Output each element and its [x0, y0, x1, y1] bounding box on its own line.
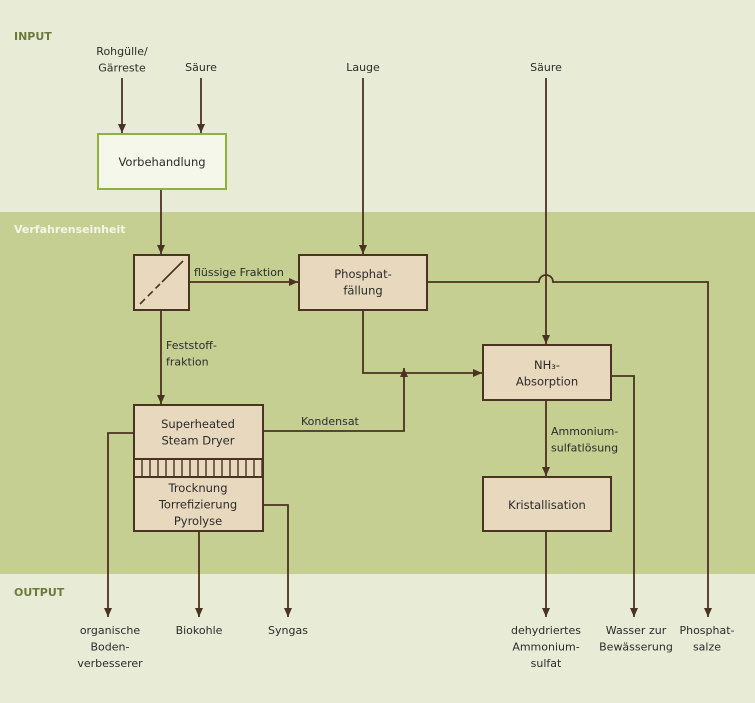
- condensate-label: Kondensat: [301, 415, 360, 428]
- label-line: flüssige Fraktion: [194, 266, 284, 279]
- flow-irrigation-water: [611, 375, 638, 617]
- phosphate-precipitation-box: [298, 254, 428, 311]
- liquid-fraction-label: flüssige Fraktion: [194, 266, 284, 279]
- label-line: Ammonium-: [512, 641, 579, 654]
- flow-lines: [104, 78, 712, 617]
- crystallisation-box: [482, 476, 612, 532]
- steam-dryer-box: [133, 404, 264, 460]
- label-line: Säure: [185, 61, 217, 74]
- output-section-label: OUTPUT: [14, 586, 65, 599]
- pretreatment-label: Vorbehandlung: [118, 155, 205, 169]
- solid-fraction-label: Feststoff-fraktion: [166, 339, 217, 369]
- label-line: Trocknung: [168, 481, 228, 495]
- label-line: Feststoff-: [166, 339, 217, 352]
- label-line: NH₃-: [534, 358, 560, 372]
- label-line: verbesserer: [77, 657, 143, 670]
- drying-torrefaction-pyrolysis-box: [133, 476, 264, 532]
- output-biochar-label: Biokohle: [176, 624, 223, 637]
- label-line: Steam Dryer: [162, 434, 235, 448]
- label-line: Boden-: [91, 641, 130, 654]
- process-section-label: Verfahrenseinheit: [14, 223, 125, 236]
- flow-syngas: [263, 504, 292, 617]
- separator-diagonal-solid: [161, 260, 184, 283]
- label-line: fraktion: [166, 356, 209, 369]
- label-line: Wasser zur: [606, 624, 667, 637]
- input-manure-label: Rohgülle/Gärreste: [96, 45, 148, 75]
- output-syngas-label: Syngas: [268, 624, 308, 637]
- label-line: Pyrolyse: [174, 514, 222, 528]
- label-line: Säure: [530, 61, 562, 74]
- label-line: Phosphat-: [334, 267, 392, 281]
- label-line: Superheated: [161, 417, 235, 431]
- label-line: Bewässerung: [599, 641, 673, 654]
- label-line: Kristallisation: [508, 498, 586, 512]
- separator-diagonal-dashed: [139, 283, 161, 305]
- nh3-absorption-box: [482, 344, 612, 401]
- input-section-label: INPUT: [14, 30, 52, 43]
- output-phosphate-salts-label: Phosphat-salze: [679, 624, 734, 654]
- label-line: Rohgülle/: [96, 45, 148, 58]
- label-line: sulfatlösung: [551, 442, 618, 455]
- label-line: Gärreste: [98, 62, 146, 75]
- phosphate-precipitation-label: Phosphat-fällung: [334, 267, 392, 298]
- crystallisation-label: Kristallisation: [508, 498, 586, 512]
- flow-condensate: [263, 368, 408, 432]
- input-acid-label: Säure: [185, 61, 217, 74]
- label-line: organische: [80, 624, 141, 637]
- label-line: sulfat: [531, 657, 562, 670]
- flow-phosphate-to-merge: [362, 310, 404, 374]
- dryer-grate: [133, 458, 264, 478]
- nh3-absorption-label: NH₃- Absorption: [516, 358, 578, 389]
- label-line: Ammonium-: [551, 425, 618, 438]
- ammonium-solution-label: Ammonium-sulfatlösung: [551, 425, 618, 455]
- label-line: dehydriertes: [511, 624, 581, 637]
- label-line: Kondensat: [301, 415, 360, 428]
- label-line: Absorption: [516, 375, 578, 389]
- label-line: Lauge: [346, 61, 380, 74]
- flow-soil-improver: [104, 432, 134, 617]
- pretreatment-box: [97, 133, 227, 190]
- label-line: Torrefizierung: [158, 498, 237, 512]
- label-line: Phosphat-: [679, 624, 734, 637]
- label-line: Biokohle: [176, 624, 223, 637]
- output-band: [0, 574, 755, 703]
- label-line: Vorbehandlung: [118, 155, 205, 169]
- separator-box: [133, 254, 190, 311]
- label-line: salze: [693, 641, 721, 654]
- label-line: Syngas: [268, 624, 308, 637]
- label-line: fällung: [343, 284, 382, 298]
- input-lye-label: Lauge: [346, 61, 380, 74]
- input-acid2-label: Säure: [530, 61, 562, 74]
- flow-phosphate-salts: [427, 274, 712, 617]
